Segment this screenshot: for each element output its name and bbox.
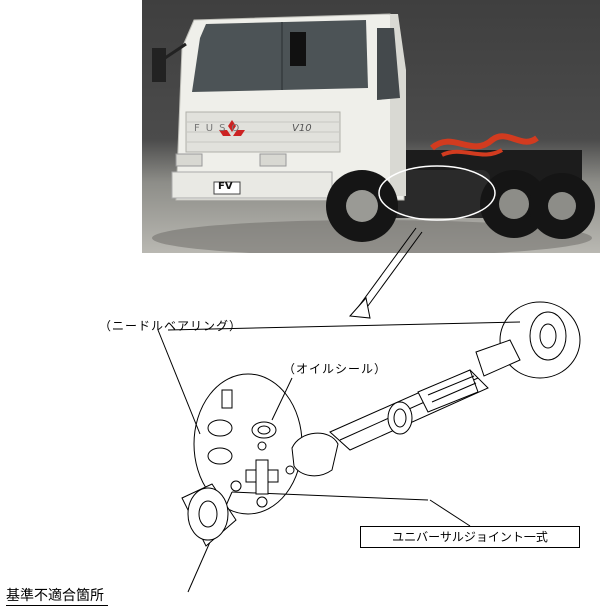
right-yoke	[475, 339, 521, 377]
right-joint-ellipse	[499, 301, 581, 379]
nonconforming-location-label: 基準不適合箇所	[6, 585, 108, 606]
grille-brand-text: FUSO	[194, 123, 246, 134]
universal-joint-set-label: ユニバーサルジョイント一式	[360, 526, 580, 548]
center-yoke	[291, 432, 339, 477]
needle-bearing-label: （ニードルベアリング）	[99, 319, 243, 333]
oil-seal-line	[271, 377, 293, 421]
needle-bearing-line-1	[157, 329, 201, 435]
truck-photo: FUSO V10 FV	[142, 0, 600, 256]
model-badge-text: V10	[292, 123, 312, 134]
oil-seal-part	[251, 421, 277, 439]
bolt-part	[221, 389, 233, 409]
needle-bearing-line-2	[167, 321, 521, 331]
dust-cap	[387, 401, 413, 435]
oil-seal-label: （オイルシール）	[283, 362, 388, 376]
mitsubishi-logo-icon	[219, 120, 245, 136]
bearing-cap-upper	[207, 419, 233, 437]
red-hose-shape	[429, 133, 539, 151]
bearing-cap-lower	[207, 447, 233, 465]
arrow-head-icon	[348, 296, 371, 319]
highlight-ellipse	[378, 165, 496, 221]
pointer-arrow-left	[355, 227, 417, 311]
front-plate-text: FV	[218, 181, 233, 192]
